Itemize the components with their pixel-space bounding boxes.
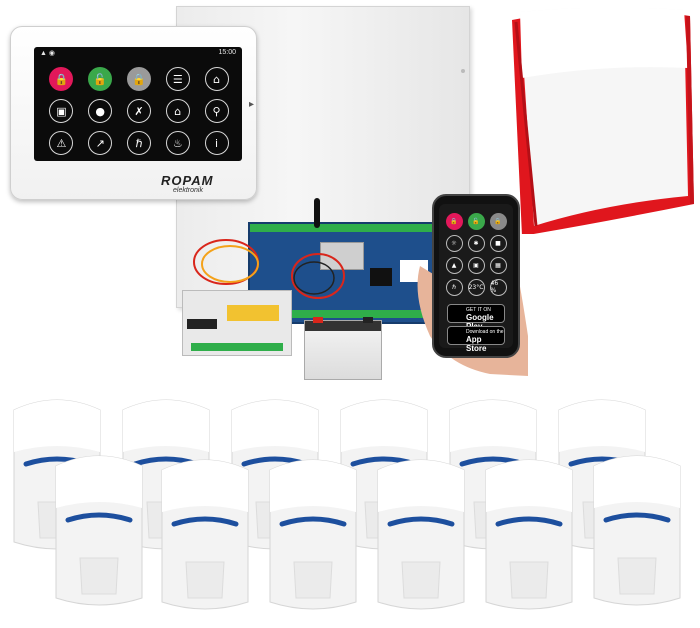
gate-icon[interactable]: ▦ (489, 256, 507, 274)
app-icon-grid: 🔒 🔓 🔒 ☼ ✱ ■ ▲ ▣ ▦ ℏ 23°C 46 % (443, 210, 509, 298)
users-icon[interactable]: ● (88, 99, 113, 123)
google-play-small: GET IT ON (466, 307, 491, 313)
home-icon[interactable]: ⌂ (204, 67, 229, 91)
temp-readout: 23°C (467, 278, 485, 296)
keypad-screen: ▲ ◉ 15:00 🔒 🔓 🔒 ☰ ⌂ ▣ ● ✗ ⌂ ⚲ ⚠ ↗ ℏ ♨ i … (34, 47, 254, 161)
app-store-label: App Store (466, 335, 487, 353)
terminal-strip (191, 343, 283, 351)
battery-terminal (363, 317, 373, 323)
module-logo (187, 319, 217, 329)
backup-battery (304, 317, 382, 380)
unlock-green-icon[interactable]: 🔓 (88, 67, 113, 91)
app-store-badge[interactable]: Download on the App Store (447, 326, 505, 353)
arm-icon[interactable]: ▲ (445, 256, 463, 274)
status-icons: ▲ ◉ (40, 50, 55, 57)
pir-detector (480, 452, 578, 614)
smartphone: 🔒 🔓 🔒 ☼ ✱ ■ ▲ ▣ ▦ ℏ 23°C 46 % GET IT ON … (432, 194, 520, 358)
brand-logo: ROPAM (161, 173, 214, 188)
lock-red-icon[interactable]: 🔒 (49, 67, 74, 91)
antenna-icon (314, 198, 320, 228)
pir-detector (156, 452, 254, 614)
info-icon[interactable]: i (204, 131, 229, 155)
pir-detector (372, 452, 470, 614)
chip (370, 268, 392, 286)
status-bar: ▲ ◉ 15:00 (40, 49, 236, 59)
next-arrow-icon[interactable]: ▸ (248, 99, 254, 110)
pir-detector (50, 448, 148, 610)
camera-icon[interactable]: ▣ (467, 256, 485, 274)
search-doc-icon[interactable]: ⚲ (204, 99, 229, 123)
lock-icon[interactable]: ■ (489, 234, 507, 252)
house-settings-icon[interactable]: ⌂ (165, 99, 190, 123)
lock-red-icon[interactable]: 🔒 (445, 212, 463, 230)
module-label (227, 305, 279, 321)
phone-screen: 🔒 🔓 🔒 ☼ ✱ ■ ▲ ▣ ▦ ℏ 23°C 46 % GET IT ON … (439, 204, 513, 353)
app-store-small: Download on the (466, 329, 504, 335)
list-icon[interactable]: ☰ (165, 67, 190, 91)
wire-loop (193, 239, 345, 299)
pir-detector (264, 452, 362, 614)
keypad-icon-grid: 🔒 🔓 🔒 ☰ ⌂ ▣ ● ✗ ⌂ ⚲ ⚠ ↗ ℏ ♨ i (42, 63, 236, 159)
ai-chart-icon[interactable]: ↗ (88, 131, 113, 155)
battery-terminal (313, 317, 323, 323)
touch-keypad: ▲ ◉ 15:00 🔒 🔓 🔒 ☰ ⌂ ▣ ● ✗ ⌂ ⚲ ⚠ ↗ ℏ ♨ i … (10, 26, 257, 200)
lock-gray-icon[interactable]: 🔒 (126, 67, 151, 91)
thermometer-icon[interactable]: ℏ (445, 278, 463, 296)
terminal-strip (250, 224, 434, 232)
humidity-readout: 46 % (489, 278, 507, 296)
terminal-strip (250, 310, 434, 318)
unlock-green-icon[interactable]: 🔓 (467, 212, 485, 230)
power-supply-module (182, 290, 292, 356)
google-play-badge[interactable]: GET IT ON Google Play (447, 304, 505, 331)
enclosure-screw (461, 69, 465, 73)
warning-icon[interactable]: ⚠ (49, 131, 74, 155)
outdoor-siren (512, 8, 694, 234)
clock-text: 15:00 (218, 49, 236, 56)
bulb-icon[interactable]: ☼ (445, 234, 463, 252)
tools-icon[interactable]: ✗ (126, 99, 151, 123)
battery-top (305, 321, 381, 331)
pir-detector (588, 448, 686, 610)
thermometer-icon[interactable]: ℏ (126, 131, 151, 155)
camera-zone-icon[interactable]: ▣ (49, 99, 74, 123)
fan-icon[interactable]: ✱ (467, 234, 485, 252)
lock-gray-icon[interactable]: 🔒 (489, 212, 507, 230)
brand-subtitle: elektronik (173, 187, 203, 194)
temperature-icon[interactable]: ♨ (165, 131, 190, 155)
